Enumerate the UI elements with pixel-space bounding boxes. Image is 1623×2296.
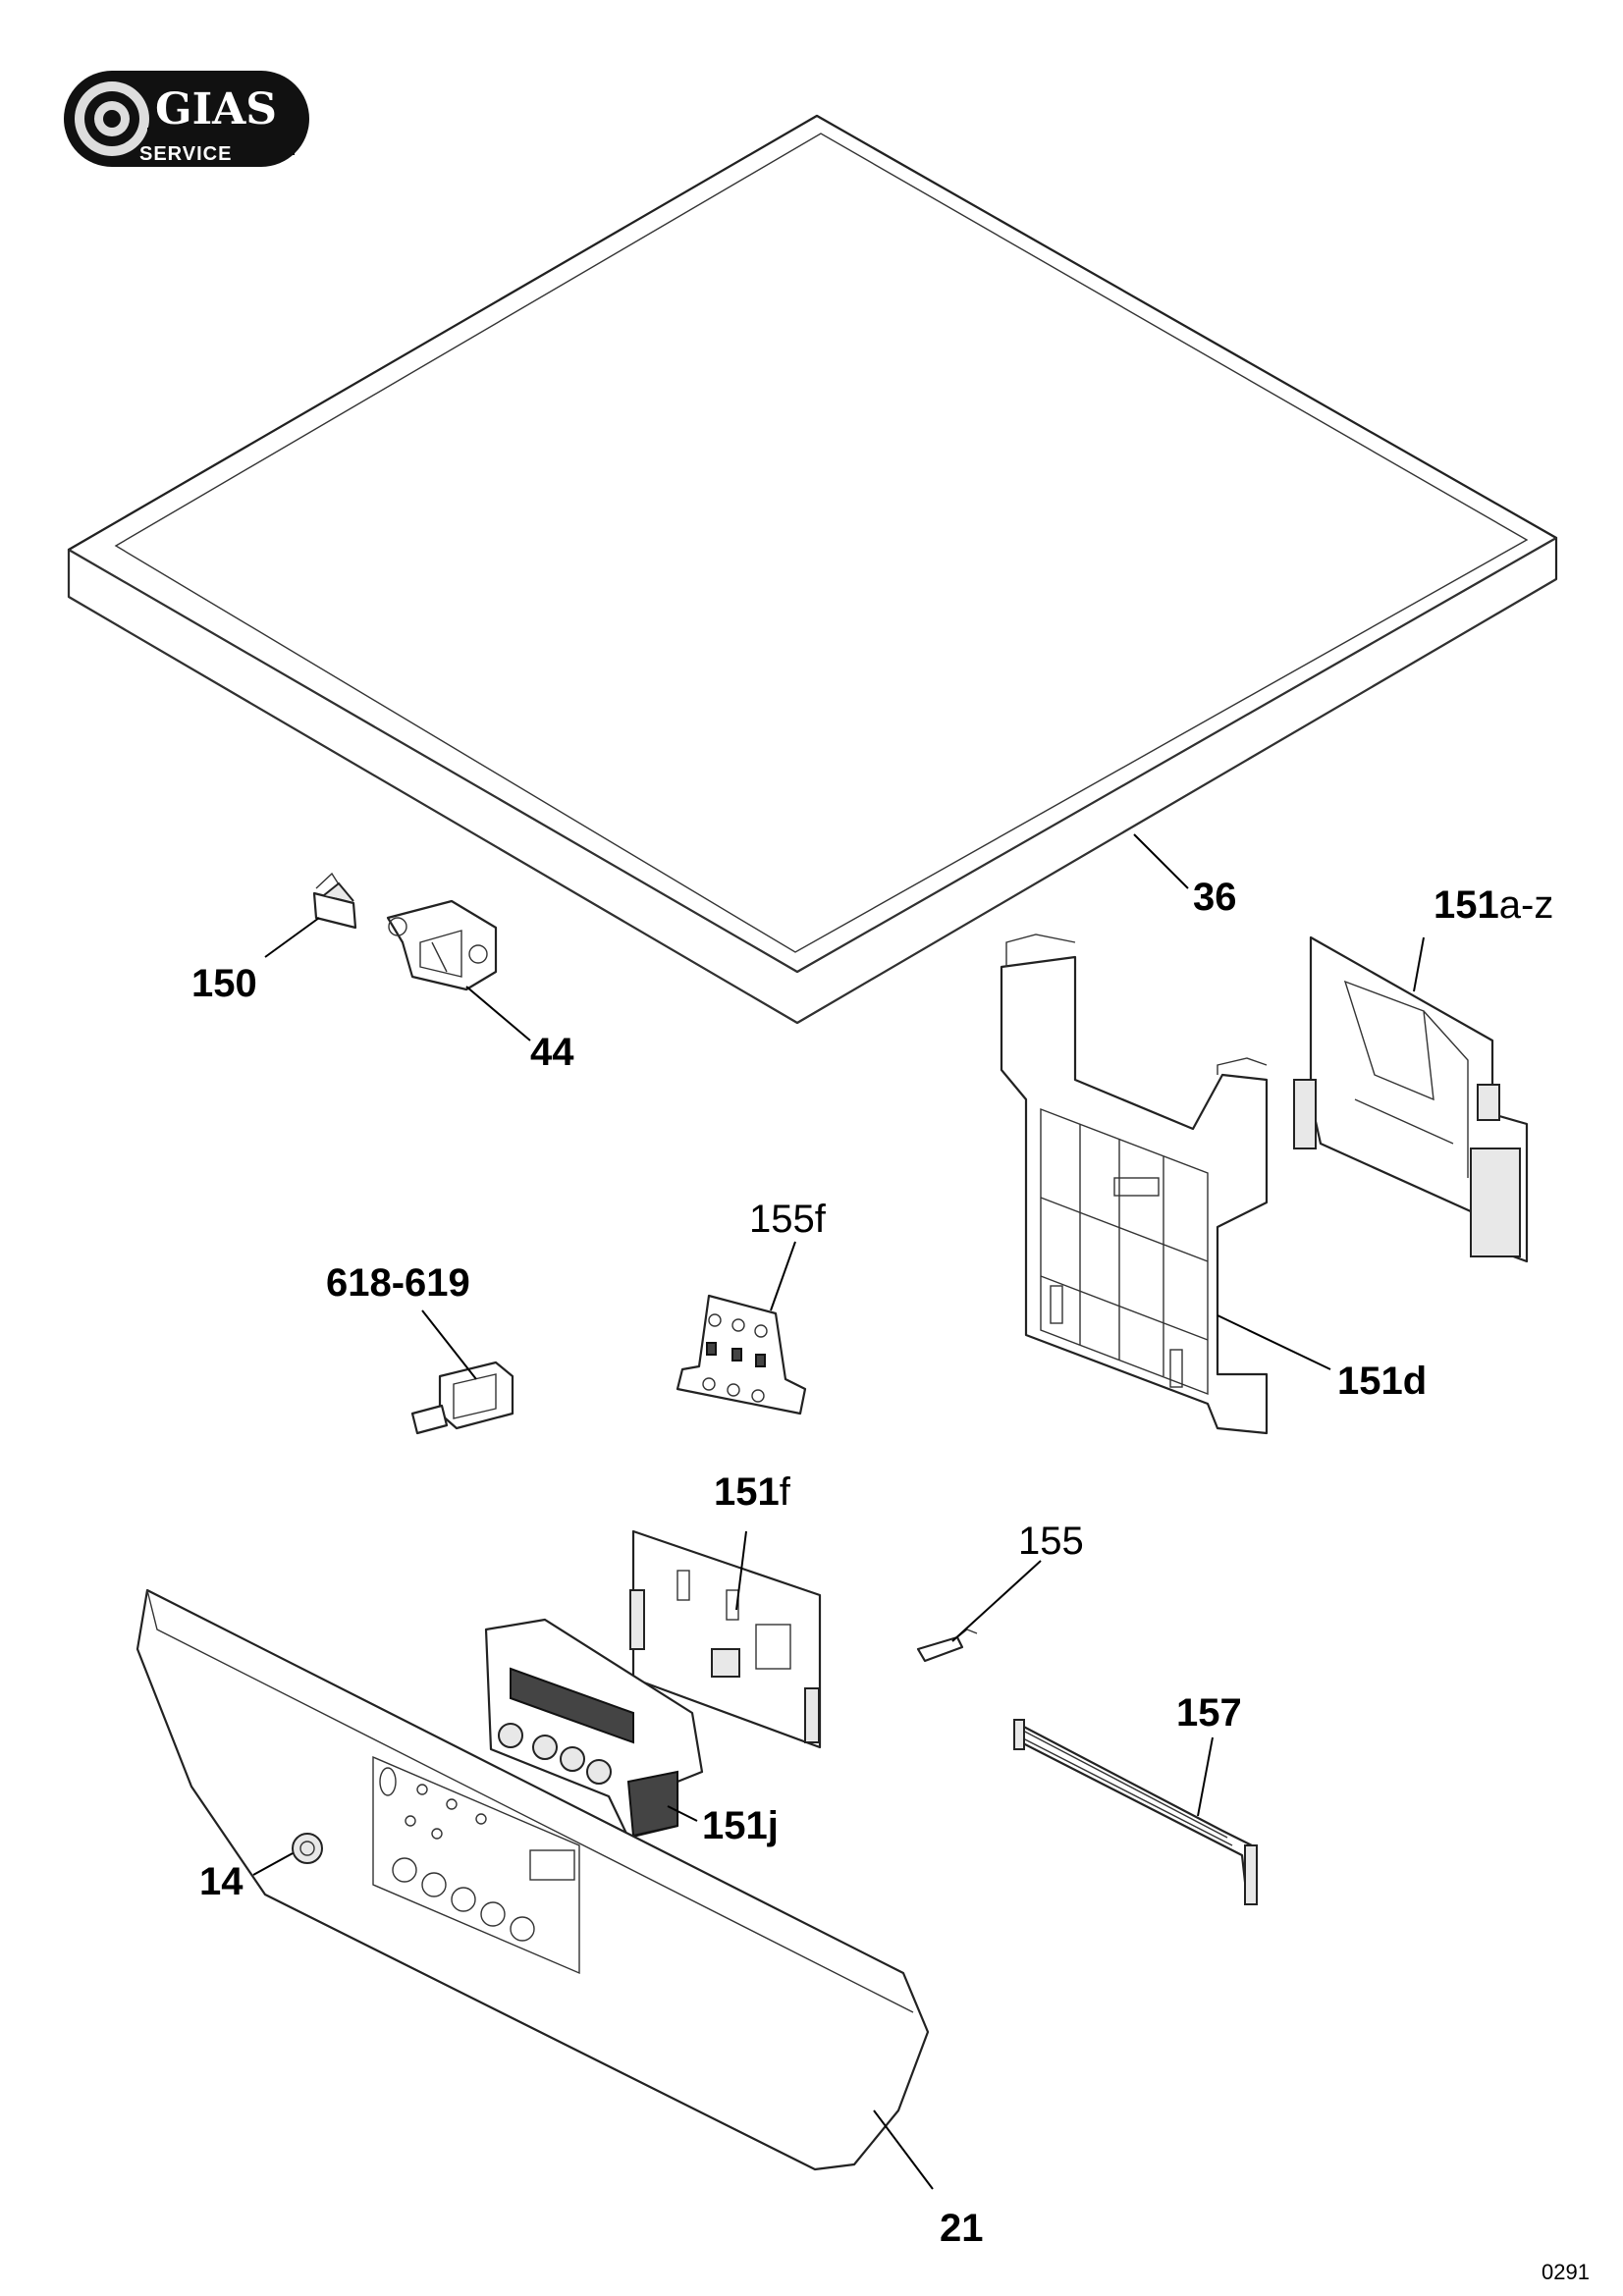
leader-14 (252, 1852, 294, 1876)
gias-service-logo: GIAS SERVICE (64, 71, 309, 167)
callout-151f: 151f (714, 1470, 791, 1514)
leader-157 (1197, 1736, 1214, 1817)
leader-151f (735, 1530, 747, 1611)
leader-151az (1413, 936, 1425, 992)
control-module-part (484, 1618, 704, 1840)
micro-switch-part (312, 872, 357, 930)
callout-151d: 151d (1337, 1360, 1427, 1403)
callout-618-619: 618-619 (326, 1261, 470, 1305)
callout-151f-number: 151 (714, 1470, 780, 1514)
callout-150: 150 (191, 962, 257, 1005)
callout-44: 44 (530, 1031, 574, 1074)
leader-36 (1133, 833, 1189, 889)
page-code: 0291 (1542, 2260, 1590, 2284)
leader-151j (667, 1805, 698, 1822)
pcb-holder-frame-part (1000, 934, 1269, 1435)
leader-150 (264, 917, 320, 958)
leader-lines (252, 833, 1425, 2190)
callout-151az: 151a-z (1434, 883, 1553, 927)
leader-44 (465, 986, 531, 1041)
bracket-part (386, 899, 498, 991)
callout-14: 14 (199, 1860, 243, 1903)
callout-151az-suffix: a-z (1499, 883, 1554, 927)
callout-157: 157 (1176, 1691, 1242, 1735)
callout-36: 36 (1193, 876, 1237, 919)
leader-21 (873, 2109, 934, 2190)
leader-151d (1217, 1314, 1331, 1370)
display-pcb-part (629, 1529, 822, 1749)
callout-151az-number: 151 (1434, 883, 1499, 927)
control-panel-fascia-part (135, 1588, 930, 2171)
logo-brand: GIAS (155, 84, 277, 134)
logo-subtitle: SERVICE (139, 143, 232, 165)
main-pcb-part (1293, 935, 1529, 1263)
flat-cable-part (1013, 1719, 1259, 1905)
push-switch-part (410, 1361, 514, 1435)
leader-618 (421, 1309, 477, 1380)
callout-155f: 155f (749, 1198, 827, 1241)
knob-part (292, 1833, 323, 1864)
callout-21: 21 (940, 2207, 984, 2250)
callout-155: 155 (1018, 1520, 1084, 1563)
sensor-part (916, 1629, 978, 1663)
leader-155 (951, 1560, 1042, 1642)
keypad-support-part (676, 1294, 807, 1415)
leader-155f (770, 1241, 796, 1311)
callout-151j: 151j (702, 1804, 779, 1847)
top-cover-part (67, 114, 1558, 1025)
callout-151f-suffix: f (780, 1470, 791, 1514)
